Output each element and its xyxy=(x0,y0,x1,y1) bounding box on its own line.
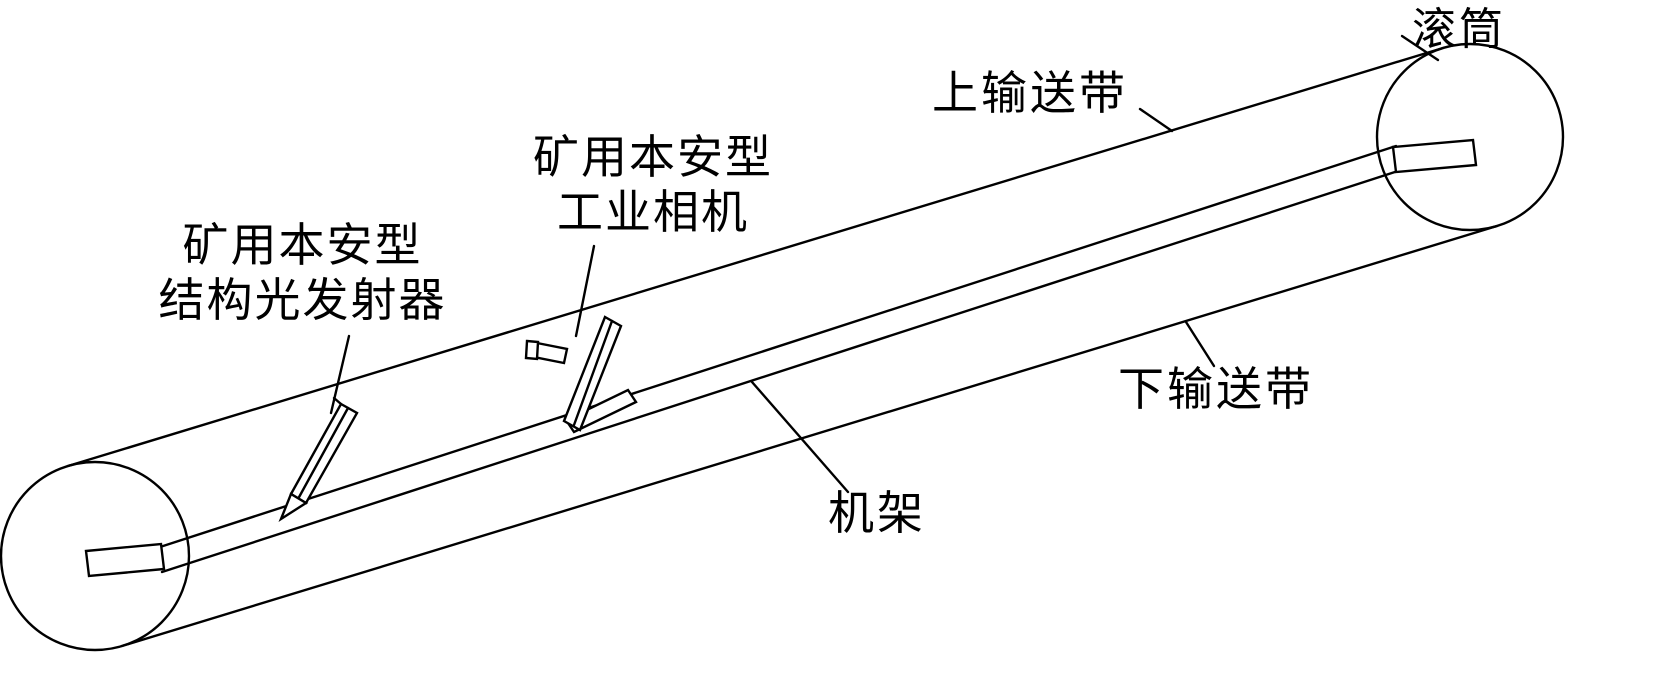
emitter-tip xyxy=(278,492,309,523)
camera-edge-line xyxy=(572,319,614,427)
label-camera-line2: 工业相机 xyxy=(557,187,749,239)
label-upper-belt: 上输送带 xyxy=(932,68,1128,119)
lower-belt-line xyxy=(120,224,1499,648)
structured-light-emitter-device xyxy=(278,396,359,523)
upper-belt-line xyxy=(66,46,1445,468)
camera-lens-cap xyxy=(524,339,540,361)
industrial-camera-device xyxy=(524,315,638,434)
left-shaft-slot xyxy=(84,542,166,578)
emitter-edge-line xyxy=(296,406,350,501)
label-emitter-line1: 矿用本安型 xyxy=(182,220,423,271)
label-camera: 矿用本安型 工业相机 xyxy=(498,130,808,240)
label-emitter: 矿用本安型 结构光发射器 xyxy=(130,218,475,328)
label-camera-line1: 矿用本安型 xyxy=(533,132,773,183)
frame-rail-line-upper xyxy=(158,144,1398,549)
leader-roller xyxy=(1400,34,1440,62)
right-drum-circle xyxy=(1375,42,1565,232)
right-shaft-slot xyxy=(1391,138,1478,174)
label-emitter-line2: 结构光发射器 xyxy=(158,275,447,327)
frame-rail-line-lower xyxy=(160,169,1400,574)
leader-lower-belt xyxy=(1184,320,1216,368)
leader-upper-belt xyxy=(1138,107,1174,133)
left-drum-circle xyxy=(0,460,191,652)
label-roller: 滚筒 xyxy=(1412,5,1506,54)
label-lower-belt: 下输送带 xyxy=(1118,364,1314,415)
leader-frame xyxy=(750,380,850,494)
leader-emitter xyxy=(329,334,351,415)
leader-camera xyxy=(574,244,596,338)
label-frame: 机架 xyxy=(828,488,926,539)
